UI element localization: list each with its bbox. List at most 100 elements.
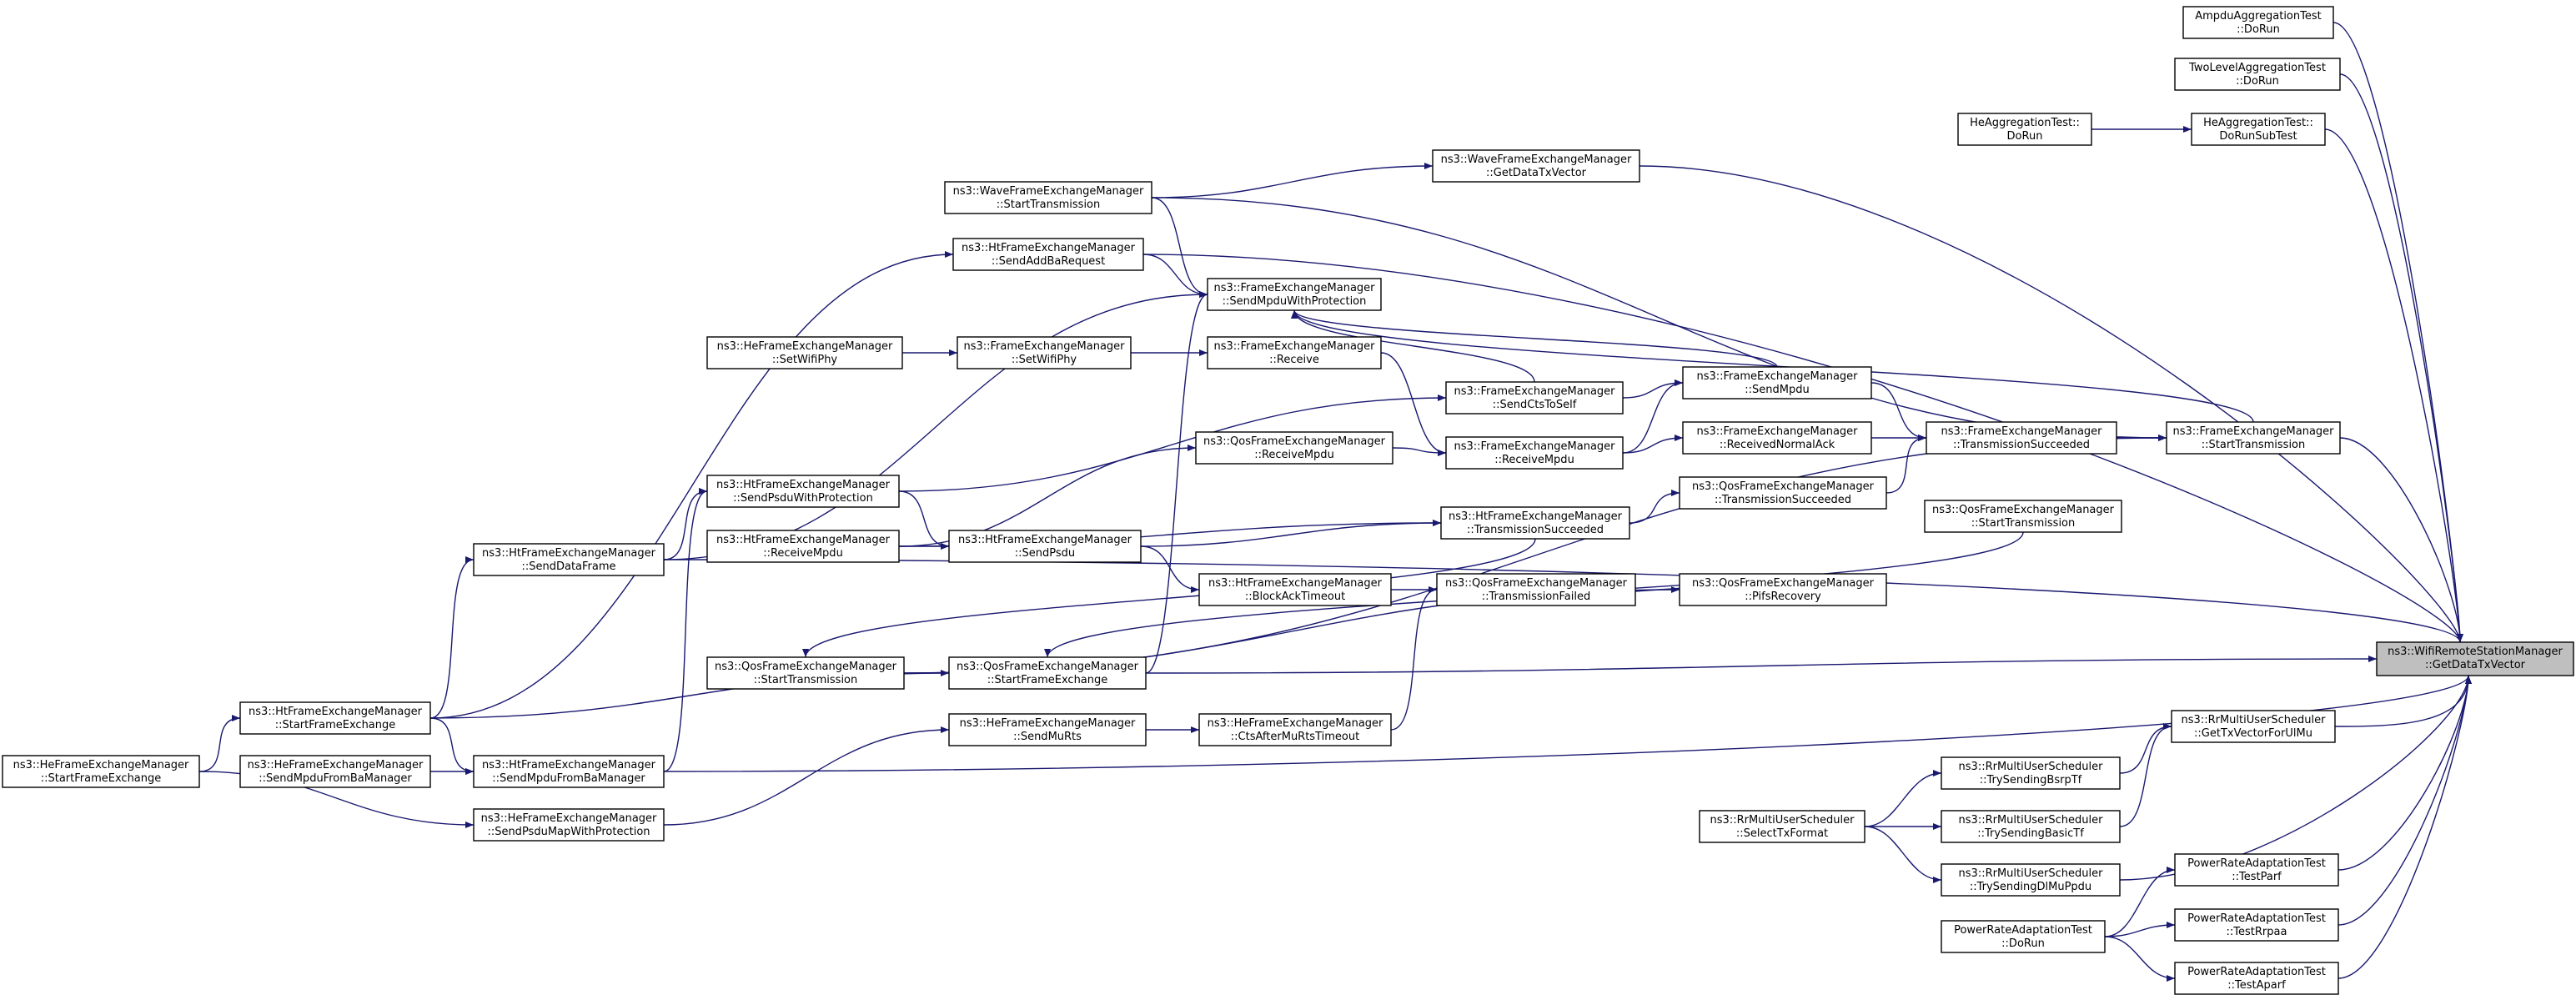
graph-node-ht-startfe[interactable]: ns3::HtFrameExchangeManager::StartFrameE… [239, 701, 431, 735]
edge-he-aggr-sub-to-target [2324, 128, 2461, 643]
graph-node-fem-sendmpdu[interactable]: ns3::FrameExchangeManager::SendMpdu [1682, 366, 1872, 399]
graph-node-rr-bsrptf[interactable]: ns3::RrMultiUserScheduler::TrySendingBsr… [1941, 756, 2121, 790]
node-label-line2: DoRun [2007, 130, 2043, 143]
graph-node-qos-startfe[interactable]: ns3::QosFrameExchangeManager::StartFrame… [948, 656, 1147, 690]
graph-node-pra-testaparf[interactable]: PowerRateAdaptationTest::TestAparf [2174, 962, 2339, 995]
graph-node-fem-starttx[interactable]: ns3::FrameExchangeManager::StartTransmis… [2166, 421, 2341, 455]
edge-fem-starttx-to-fem-sendmpduprot [1293, 309, 2254, 423]
edge-ht-sendpsduprot-to-fem-sendcts [898, 397, 1447, 492]
edge-qos-receivempdu-to-fem-receivempdu [1392, 447, 1447, 454]
graph-node-ht-sendpsduprot[interactable]: ns3::HtFrameExchangeManager::SendPsduWit… [706, 475, 900, 508]
node-label-line2: ::SendMuRts [1013, 731, 1082, 743]
node-label-line1: PowerRateAdaptationTest [2187, 857, 2326, 870]
graph-node-ht-sendpsdu[interactable]: ns3::HtFrameExchangeManager::SendPsdu [948, 530, 1142, 563]
node-label-line1: PowerRateAdaptationTest [2187, 912, 2326, 925]
node-box [1941, 920, 2106, 953]
node-label-line2: ::BlockAckTimeout [1245, 590, 1345, 603]
edge-fem-sendmpdu-to-fem-sendmpduprot [1293, 309, 1778, 368]
graph-node-pra-dorun[interactable]: PowerRateAdaptationTest::DoRun [1941, 920, 2106, 953]
node-label-line2: ::TransmissionFailed [1482, 590, 1590, 603]
arrowhead [941, 726, 949, 733]
graph-node-he-sendmpdufromba[interactable]: ns3::HeFrameExchangeManager::SendMpduFro… [239, 755, 431, 788]
graph-node-fem-receive[interactable]: ns3::FrameExchangeManager::Receive [1207, 336, 1382, 369]
node-label-line1: ns3::RrMultiUserScheduler [1959, 867, 2104, 880]
node-label-line1: ns3::WaveFrameExchangeManager [953, 185, 1144, 198]
node-box [1682, 421, 1872, 455]
node-label-line1: ns3::FrameExchangeManager [1213, 340, 1375, 353]
edge-wave-getdatatx-to-target [1639, 165, 2461, 643]
arrowhead [1291, 310, 1298, 319]
graph-node-fem-recvnormalack[interactable]: ns3::FrameExchangeManager::ReceivedNorma… [1682, 421, 1872, 455]
graph-node-fem-setwifiphy[interactable]: ns3::FrameExchangeManager::SetWifiPhy [957, 336, 1132, 369]
arrowhead [1918, 435, 1926, 441]
graph-node-he-sendpsdumap[interactable]: ns3::HeFrameExchangeManager::SendPsduMap… [473, 808, 665, 842]
graph-node-ht-txsucc[interactable]: ns3::HtFrameExchangeManager::Transmissio… [1440, 506, 1630, 540]
node-label-line2: ::ReceiveMpdu [1254, 449, 1334, 461]
node-label-line2: ::SendPsduMapWithProtection [487, 826, 650, 838]
graph-node-fem-txsucc[interactable]: ns3::FrameExchangeManager::TransmissionS… [1926, 421, 2117, 455]
node-label-line2: ::StartTransmission [997, 198, 1101, 211]
graph-node-qos-receivempdu[interactable]: ns3::QosFrameExchangeManager::ReceiveMpd… [1195, 431, 1393, 465]
graph-node-rr-selecttx[interactable]: ns3::RrMultiUserScheduler::SelectTxForma… [1699, 810, 1865, 843]
graph-node-ht-sendaddba[interactable]: ns3::HtFrameExchangeManager::SendAddBaRe… [952, 238, 1144, 271]
graph-node-rr-dlmupdu[interactable]: ns3::RrMultiUserScheduler::TrySendingDlM… [1941, 863, 2121, 897]
graph-node-he-ctsaftermurts[interactable]: ns3::HeFrameExchangeManager::CtsAfterMuR… [1198, 713, 1392, 746]
arrowhead [1675, 379, 1683, 386]
graph-node-qos-txfailed[interactable]: ns3::QosFrameExchangeManager::Transmissi… [1436, 573, 1636, 606]
node-label-line2: ::StartFrameExchange [41, 772, 162, 785]
graph-node-he-aggr-sub[interactable]: HeAggregationTest::DoRunSubTest [2191, 113, 2326, 146]
node-label-line1: ns3::RrMultiUserScheduler [2182, 714, 2327, 726]
node-label-line1: ns3::HtFrameExchangeManager [482, 759, 656, 771]
node-label-line1: PowerRateAdaptationTest [1954, 924, 2092, 937]
graph-node-he-setwifiphy[interactable]: ns3::HeFrameExchangeManager::SetWifiPhy [706, 336, 903, 369]
arrowhead [949, 349, 957, 356]
node-box [1941, 810, 2121, 843]
graph-node-ht-receivempdu[interactable]: ns3::HtFrameExchangeManager::ReceiveMpdu [706, 530, 900, 563]
node-label-line2: ::GetDataTxVector [2425, 659, 2526, 671]
graph-node-ampdu-aggr[interactable]: AmpduAggregationTest::DoRun [2182, 6, 2334, 39]
edge-ampdu-aggr-to-target [2332, 22, 2461, 643]
graph-node-qos-pifsrecovery[interactable]: ns3::QosFrameExchangeManager::PifsRecove… [1679, 573, 1887, 606]
node-label-line1: ns3::HtFrameExchangeManager [716, 534, 891, 546]
graph-node-qos-txsucc[interactable]: ns3::QosFrameExchangeManager::Transmissi… [1679, 476, 1887, 510]
graph-node-he-aggr-dorun[interactable]: HeAggregationTest::DoRun [1957, 113, 2092, 146]
node-label-line1: ns3::FrameExchangeManager [1696, 370, 1858, 383]
graph-node-qos-starttx[interactable]: ns3::QosFrameExchangeManager::StartTrans… [1924, 500, 2122, 533]
node-box [948, 530, 1142, 563]
graph-node-pra-testparf[interactable]: PowerRateAdaptationTest::TestParf [2174, 853, 2339, 887]
graph-node-rr-gettxvector[interactable]: ns3::RrMultiUserScheduler::GetTxVectorFo… [2171, 710, 2336, 743]
node-label-line2: ::GetTxVectorForUlMu [2194, 727, 2312, 740]
arrowhead [1199, 349, 1208, 356]
graph-node-he-sendmurts[interactable]: ns3::HeFrameExchangeManager::SendMuRts [948, 713, 1147, 746]
node-label-line2: ::CtsAfterMuRtsTimeout [1231, 731, 1359, 743]
graph-node-target[interactable]: ns3::WifiRemoteStationManager::GetDataTx… [2376, 641, 2574, 676]
arrowhead [699, 488, 707, 495]
graph-node-ht-blockacktimeout[interactable]: ns3::HtFrameExchangeManager::BlockAckTim… [1198, 573, 1392, 606]
graph-node-pra-testrpaa[interactable]: PowerRateAdaptationTest::TestRrpaa [2174, 908, 2339, 942]
graph-node-fem-sendmpduprot[interactable]: ns3::FrameExchangeManager::SendMpduWithP… [1207, 278, 1382, 311]
node-label-line2: ::StartTransmission [2202, 439, 2306, 451]
edge-rr-dlmupdu-to-target [2119, 675, 2469, 881]
node-box [948, 713, 1147, 746]
node-label-line2: ::SetWifiPhy [772, 354, 838, 366]
graph-node-rr-basictf[interactable]: ns3::RrMultiUserScheduler::TrySendingBas… [1941, 810, 2121, 843]
node-label-line2: ::TestParf [2232, 871, 2282, 883]
node-box [239, 755, 431, 788]
graph-node-ht-sendmpdufromba[interactable]: ns3::HtFrameExchangeManager::SendMpduFro… [473, 755, 665, 788]
edge-qos-txsucc-to-fem-txsucc [1886, 437, 1927, 494]
graph-node-fem-receivempdu[interactable]: ns3::FrameExchangeManager::ReceiveMpdu [1445, 436, 1624, 470]
graph-node-wave-starttx[interactable]: ns3::WaveFrameExchangeManager::StartTran… [944, 181, 1152, 214]
graph-node-wave-getdatatx[interactable]: ns3::WaveFrameExchangeManager::GetDataTx… [1432, 149, 1640, 183]
graph-node-qos-starttx2[interactable]: ns3::QosFrameExchangeManager::StartTrans… [706, 656, 905, 690]
node-box [1198, 713, 1392, 746]
node-label-line2: ::DoRun [2237, 23, 2280, 36]
graph-node-ht-senddataframe[interactable]: ns3::HtFrameExchangeManager::SendDataFra… [473, 543, 665, 576]
graph-node-fem-sendcts[interactable]: ns3::FrameExchangeManager::SendCtsToSelf [1445, 381, 1624, 415]
node-box [706, 336, 903, 369]
arrowhead [1433, 520, 1441, 526]
node-box [2166, 421, 2341, 455]
edge-ht-sendpsdu-to-ht-txsucc [1140, 522, 1442, 547]
graph-node-twolevel-aggr[interactable]: TwoLevelAggregationTest::DoRun [2174, 58, 2341, 91]
node-box [1941, 756, 2121, 790]
graph-node-he-startfe[interactable]: ns3::HeFrameExchangeManager::StartFrameE… [2, 755, 200, 788]
